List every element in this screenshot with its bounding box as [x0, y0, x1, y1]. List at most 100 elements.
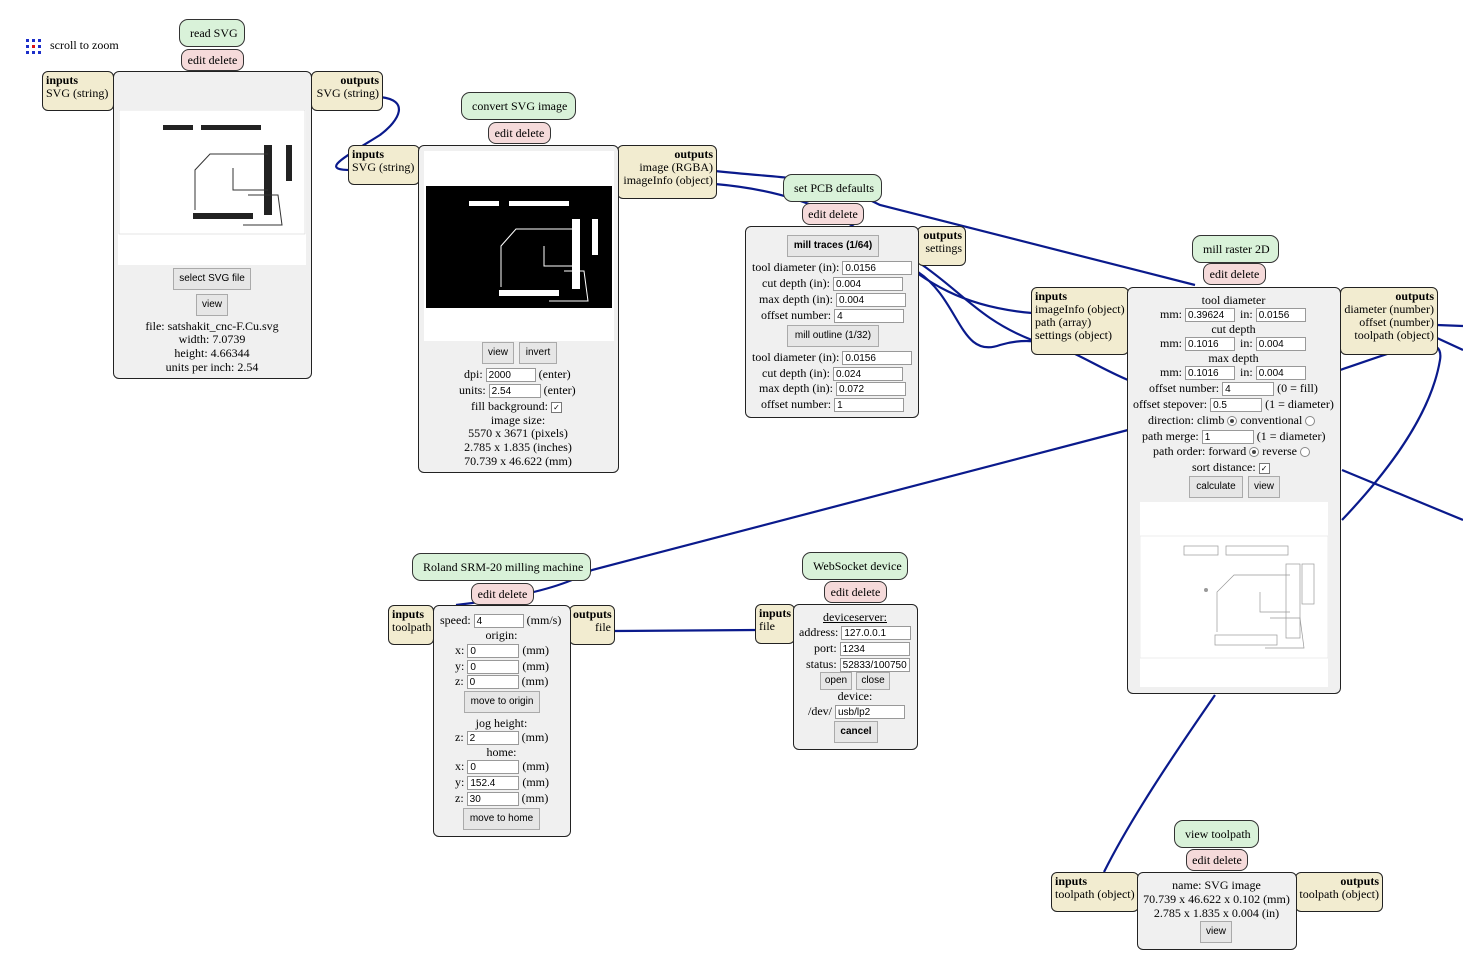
convert-svg-inputs[interactable]: inputs SVG (string)	[348, 145, 420, 185]
address-input[interactable]: 127.0.0.1	[841, 626, 912, 641]
mill-raster-title[interactable]: mill raster 2D	[1192, 235, 1279, 263]
websocket-inputs[interactable]: inputs file	[755, 604, 795, 644]
convert-svg-edit-delete[interactable]: edit delete	[488, 122, 551, 144]
device-input[interactable]: usb/lp2	[835, 705, 905, 720]
offset-number-label: offset number:	[1149, 381, 1220, 395]
traces-max-row: max depth (in): 0.004	[759, 292, 906, 308]
units-input[interactable]: 2.54	[488, 384, 541, 399]
pcb-defaults-outputs[interactable]: outputs settings	[917, 226, 966, 266]
outline-max-input[interactable]: 0.072	[835, 382, 906, 397]
mill-outline-button[interactable]: mill outline (1/32)	[787, 325, 879, 347]
roland-outputs[interactable]: outputs file	[569, 605, 615, 645]
traces-cut-input[interactable]: 0.004	[832, 277, 903, 292]
path-merge-input[interactable]: 1	[1201, 430, 1254, 445]
home-y-row: y: 152.4 (mm)	[455, 775, 550, 791]
mill-raster-edit-delete[interactable]: edit delete	[1203, 263, 1266, 285]
websocket-edit-delete[interactable]: edit delete	[824, 581, 887, 603]
home-label: home:	[486, 745, 517, 759]
mill-traces-button[interactable]: mill traces (1/64)	[787, 235, 879, 257]
pcb-defaults-title[interactable]: set PCB defaults	[783, 174, 882, 202]
roland-edit-delete[interactable]: edit delete	[471, 583, 534, 605]
address-row: address: 127.0.0.1	[799, 625, 912, 641]
read-svg-inputs[interactable]: inputs SVG (string)	[42, 71, 114, 111]
read-svg-preview	[118, 109, 306, 265]
conventional-radio[interactable]	[1305, 416, 1316, 427]
cut-mm-input[interactable]: 0.1016	[1185, 337, 1236, 352]
sort-distance-row: sort distance: ✓	[1192, 460, 1270, 474]
cut-in-input[interactable]: 0.004	[1255, 337, 1306, 352]
move-to-home-button[interactable]: move to home	[463, 808, 540, 830]
home-y-input[interactable]: 152.4	[467, 776, 520, 791]
origin-y-label: y:	[455, 659, 465, 673]
dpi-input[interactable]: 2000	[485, 368, 536, 383]
cancel-button[interactable]: cancel	[834, 721, 878, 743]
view-toolpath-outputs[interactable]: outputs toolpath (object)	[1295, 872, 1383, 912]
tool-mm-input[interactable]: 0.39624	[1185, 308, 1236, 323]
open-button[interactable]: open	[820, 672, 852, 690]
outline-cut-input[interactable]: 0.024	[832, 367, 903, 382]
read-svg-outputs[interactable]: outputs SVG (string)	[311, 71, 383, 111]
home-x-label: x:	[455, 759, 465, 773]
outline-cut-label: cut depth (in):	[762, 366, 830, 380]
offset-number-input[interactable]: 4	[1222, 382, 1275, 397]
convert-svg-title[interactable]: convert SVG image	[461, 92, 576, 120]
read-svg-view-button[interactable]: view	[196, 294, 228, 316]
port-input[interactable]: 1234	[839, 642, 910, 657]
read-svg-body: select SVG file view file: satshakit_cnc…	[113, 71, 312, 379]
sort-distance-checkbox[interactable]: ✓	[1258, 462, 1270, 474]
units-enter: (enter)	[543, 383, 576, 397]
outputs-heading: outputs	[923, 228, 962, 242]
pcb-outline-image	[118, 109, 306, 235]
direction-row: direction: climb conventional	[1148, 413, 1316, 427]
outline-offset-input[interactable]: 1	[834, 398, 905, 413]
invert-button[interactable]: invert	[519, 342, 557, 364]
roland-title[interactable]: Roland SRM-20 milling machine	[412, 553, 591, 581]
origin-z-input[interactable]: 0	[466, 675, 519, 690]
convert-output-imageinfo: imageInfo (object)	[623, 173, 713, 187]
convert-svg-body: view invert dpi: 2000 (enter) units: 2.5…	[418, 145, 619, 473]
origin-y-input[interactable]: 0	[467, 660, 520, 675]
address-label: address:	[799, 625, 839, 639]
dpi-enter: (enter)	[538, 367, 571, 381]
traces-tool-input[interactable]: 0.0156	[842, 261, 913, 276]
view-toolpath-view-button[interactable]: view	[1200, 921, 1232, 943]
outline-tool-input[interactable]: 0.0156	[842, 351, 913, 366]
convert-svg-outputs[interactable]: outputs image (RGBA) imageInfo (object)	[617, 145, 717, 199]
pcb-defaults-edit-delete[interactable]: edit delete	[802, 203, 864, 225]
home-x-input[interactable]: 0	[467, 760, 520, 775]
select-svg-file-button[interactable]: select SVG file	[173, 268, 251, 290]
mill-raster-inputs[interactable]: inputs imageInfo (object) path (array) s…	[1031, 287, 1129, 355]
read-svg-title[interactable]: read SVG	[179, 19, 245, 47]
mill-raster-outputs[interactable]: outputs diameter (number) offset (number…	[1340, 287, 1438, 355]
reverse-radio[interactable]	[1299, 447, 1310, 458]
websocket-title[interactable]: WebSocket device	[802, 552, 908, 580]
traces-offset-input[interactable]: 4	[834, 309, 905, 324]
move-to-origin-button[interactable]: move to origin	[464, 691, 540, 713]
climb-radio[interactable]	[1227, 416, 1238, 427]
stepover-input[interactable]: 0.5	[1210, 398, 1263, 413]
jog-z-input[interactable]: 2	[466, 731, 519, 746]
view-toolpath-title[interactable]: view toolpath	[1174, 820, 1259, 848]
close-button[interactable]: close	[856, 672, 890, 690]
tool-in-input[interactable]: 0.0156	[1255, 308, 1306, 323]
read-svg-edit-delete[interactable]: edit delete	[181, 49, 244, 71]
calculate-button[interactable]: calculate	[1189, 476, 1243, 498]
fill-background-checkbox[interactable]: ✓	[550, 401, 562, 413]
forward-radio[interactable]	[1249, 447, 1260, 458]
home-y-unit: (mm)	[522, 775, 550, 789]
roland-inputs[interactable]: inputs toolpath	[388, 605, 434, 645]
traces-max-input[interactable]: 0.004	[835, 293, 906, 308]
speed-input[interactable]: 4	[473, 614, 524, 629]
view-toolpath-edit-delete[interactable]: edit delete	[1186, 849, 1248, 871]
traces-tool-label: tool diameter (in):	[752, 260, 840, 274]
inputs-heading: inputs	[1035, 289, 1068, 303]
view-toolpath-inputs[interactable]: inputs toolpath (object)	[1051, 872, 1139, 912]
convert-view-button[interactable]: view	[482, 342, 514, 364]
mill-view-button[interactable]: view	[1248, 476, 1280, 498]
device-row: /dev/ usb/lp2	[808, 704, 905, 720]
home-z-input[interactable]: 30	[466, 792, 519, 807]
max-mm-input[interactable]: 0.1016	[1185, 366, 1236, 381]
wire-settings-to-mill-a	[917, 261, 1033, 342]
max-in-input[interactable]: 0.004	[1255, 366, 1306, 381]
origin-x-input[interactable]: 0	[467, 644, 520, 659]
